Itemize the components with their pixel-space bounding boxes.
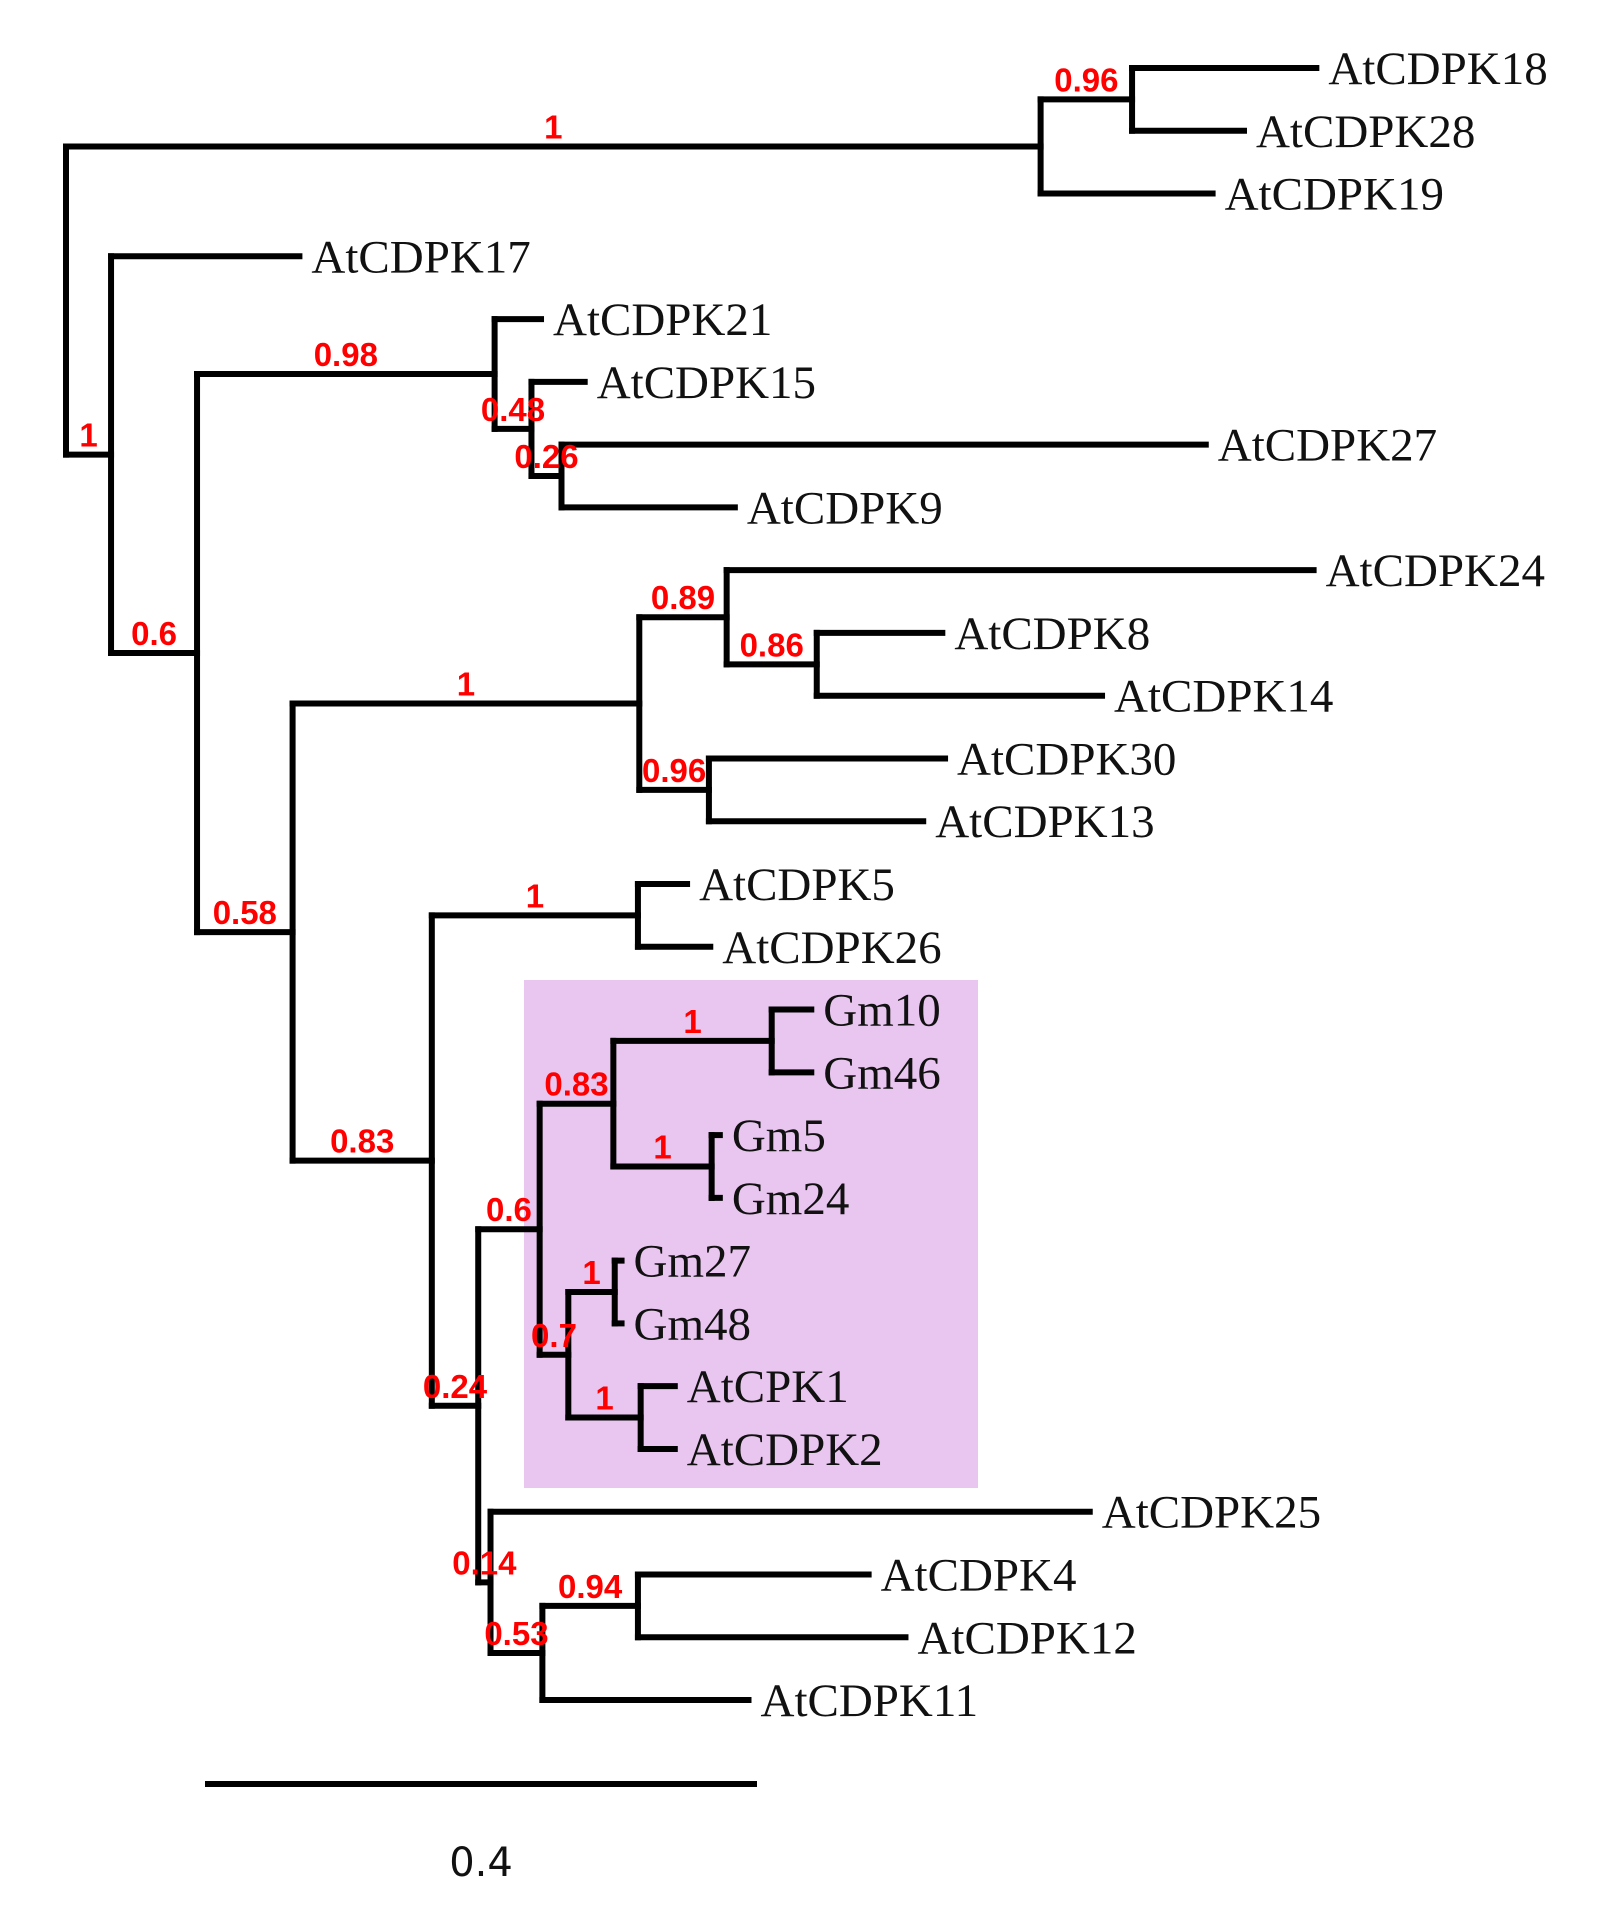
leaf-label-atcdpk25: AtCDPK25 <box>1102 1487 1321 1539</box>
support-value-n-1b: 1 <box>526 877 544 914</box>
leaf-label-atcpk1: AtCPK1 <box>687 1361 849 1413</box>
branches <box>63 65 1320 1704</box>
support-value-n-058: 0.58 <box>213 894 277 931</box>
support-value-n-07: 0.7 <box>531 1317 577 1354</box>
leaf-label-atcdpk17: AtCDPK17 <box>311 231 530 283</box>
leaf-label-atcdpk2: AtCDPK2 <box>687 1424 883 1476</box>
leaf-label-atcdpk13: AtCDPK13 <box>935 796 1154 848</box>
leaf-label-atcdpk14: AtCDPK14 <box>1114 671 1333 723</box>
support-value-n-086: 0.86 <box>740 626 804 663</box>
leaf-label-gm48: Gm48 <box>634 1298 752 1350</box>
leaf-label-gm24: Gm24 <box>732 1173 850 1225</box>
leaf-label-atcdpk5: AtCDPK5 <box>699 859 895 911</box>
leaf-label-atcdpk8: AtCDPK8 <box>954 608 1150 660</box>
scale-bar: 0.4 <box>205 1781 757 1886</box>
support-value-n-1f: 1 <box>595 1380 613 1417</box>
support-value-n-06p: 0.6 <box>486 1191 532 1228</box>
support-value-n-1c: 1 <box>683 1003 701 1040</box>
leaf-label-atcdpk12: AtCDPK12 <box>917 1612 1136 1664</box>
support-value-n-18-28: 0.96 <box>1054 61 1118 98</box>
support-value-n-083: 0.83 <box>330 1123 394 1160</box>
support-value-n-096b: 0.96 <box>642 752 706 789</box>
support-value-n-053: 0.53 <box>484 1615 548 1652</box>
leaf-label-atcdpk11: AtCDPK11 <box>761 1675 979 1727</box>
support-value-n-top: 1 <box>544 108 562 145</box>
leaf-label-atcdpk28: AtCDPK28 <box>1256 106 1475 158</box>
support-value-n-1d: 1 <box>653 1128 671 1165</box>
leaf-label-atcdpk21: AtCDPK21 <box>553 294 772 346</box>
support-value-n-089: 0.89 <box>651 579 715 616</box>
leaf-label-atcdpk27: AtCDPK27 <box>1218 420 1437 472</box>
support-value-n-left: 1 <box>79 417 97 454</box>
support-value-n-1e: 1 <box>582 1254 600 1291</box>
leaf-label-atcdpk15: AtCDPK15 <box>597 357 816 409</box>
support-value-n-024: 0.24 <box>423 1368 488 1405</box>
leaf-label-atcdpk26: AtCDPK26 <box>722 922 941 974</box>
support-value-n-06: 0.6 <box>131 615 177 652</box>
support-value-n-048: 0.48 <box>481 391 545 428</box>
leaf-label-atcdpk18: AtCDPK18 <box>1328 43 1547 95</box>
leaf-label-atcdpk19: AtCDPK19 <box>1225 169 1444 221</box>
support-value-n-1a: 1 <box>457 666 475 703</box>
leaf-label-atcdpk9: AtCDPK9 <box>747 482 943 534</box>
scale-bar-label: 0.4 <box>449 1840 513 1886</box>
leaf-label-atcdpk24: AtCDPK24 <box>1326 545 1545 597</box>
support-value-n-098: 0.98 <box>314 336 378 373</box>
leaf-label-gm10: Gm10 <box>823 985 941 1037</box>
leaf-label-gm46: Gm46 <box>823 1047 941 1099</box>
support-values: 1 0.96 1 0.6 0.98 0.48 0.26 0.58 1 0.89 0.86 0.96 0.… <box>79 61 1118 1652</box>
leaf-label-atcdpk4: AtCDPK4 <box>881 1549 1077 1601</box>
leaf-label-atcdpk30: AtCDPK30 <box>957 733 1176 785</box>
support-value-n-094: 0.94 <box>558 1568 623 1605</box>
leaf-label-gm5: Gm5 <box>732 1110 826 1162</box>
support-value-n-026: 0.26 <box>514 438 578 475</box>
leaf-label-gm27: Gm27 <box>634 1236 752 1288</box>
highlighted-clade-box <box>524 980 978 1488</box>
leaf-labels: AtCDPK18AtCDPK28AtCDPK19AtCDPK17AtCDPK21… <box>311 43 1547 1727</box>
support-value-n-083p: 0.83 <box>544 1066 608 1103</box>
support-value-n-014: 0.14 <box>452 1544 517 1581</box>
